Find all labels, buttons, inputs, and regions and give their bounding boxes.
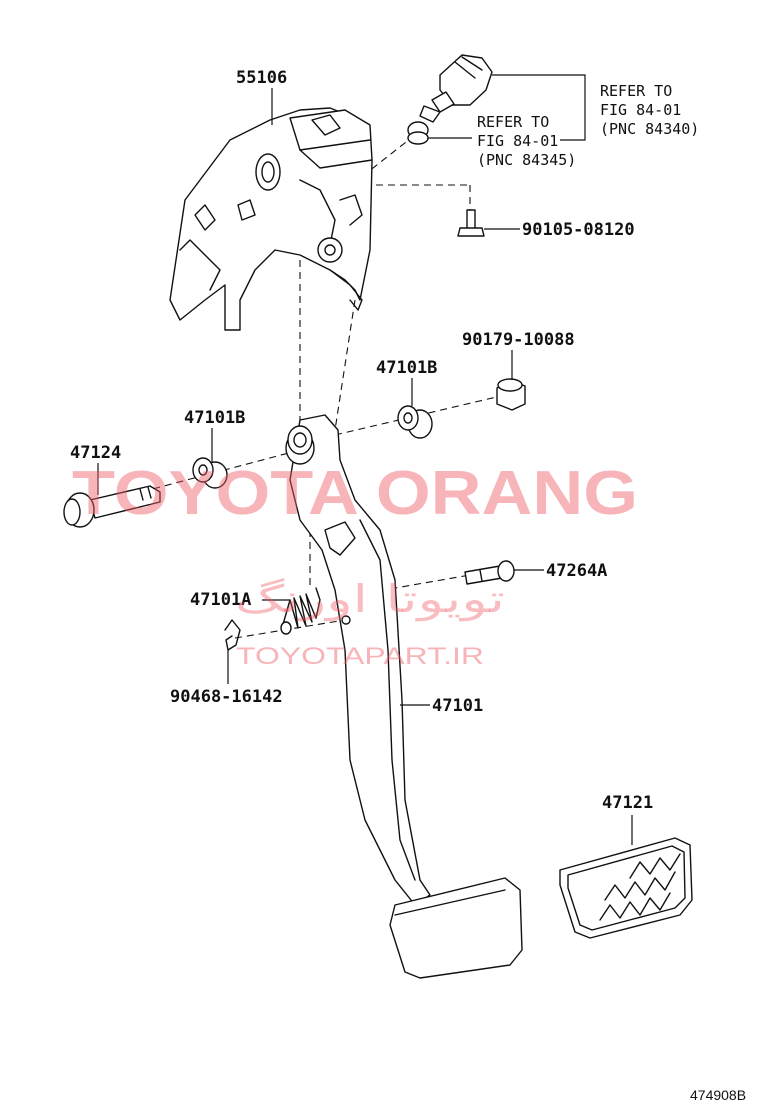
label-refer-84345-l1: REFER TO — [477, 113, 549, 131]
label-refer-84340-l3: (PNC 84340) — [600, 120, 699, 138]
clip-90468 — [224, 615, 351, 651]
clevis-pin-47264a — [464, 560, 515, 585]
label-refer-84345-l3: (PNC 84345) — [477, 151, 576, 169]
label-90468-16142: 90468-16142 — [170, 687, 283, 707]
label-47121: 47121 — [602, 793, 653, 813]
label-55106: 55106 — [236, 68, 287, 88]
pedal-pad-mounted — [389, 877, 523, 979]
brake-pedal-arm-47101 — [285, 414, 431, 906]
label-refer-84345-l2: FIG 84-01 — [477, 132, 558, 150]
label-47101a: 47101A — [190, 590, 251, 610]
pedal-pad-47121 — [559, 837, 693, 939]
pivot-bolt-47124 — [63, 485, 161, 528]
label-47101b-left: 47101B — [184, 408, 245, 428]
watermark-brand: TOYOTA ORANG — [72, 459, 638, 528]
label-47264a: 47264A — [546, 561, 607, 581]
figure-code: 474908B — [690, 1087, 746, 1103]
label-47124: 47124 — [70, 443, 121, 463]
return-spring-47101a — [280, 587, 321, 635]
label-47101: 47101 — [432, 696, 483, 716]
label-47101b-right: 47101B — [376, 358, 437, 378]
nut-90179 — [496, 378, 526, 411]
stop-lamp-switch — [419, 54, 493, 123]
label-90179-10088: 90179-10088 — [462, 330, 575, 350]
watermark-url: TOYOTAPART.IR — [236, 643, 484, 670]
bushing-47101b-left — [192, 457, 228, 489]
leader-lines — [97, 74, 633, 845]
pedal-bracket-55106 — [169, 107, 373, 331]
label-refer-84340-l2: FIG 84-01 — [600, 101, 681, 119]
label-refer-84340-l1: REFER TO — [600, 82, 672, 100]
switch-cushion — [407, 121, 429, 145]
bushing-47101b-right — [397, 405, 433, 439]
label-90105-08120: 90105-08120 — [522, 220, 635, 240]
watermark-persian: تویوتا اورنگ — [235, 577, 505, 622]
bolt-90105 — [457, 209, 485, 237]
